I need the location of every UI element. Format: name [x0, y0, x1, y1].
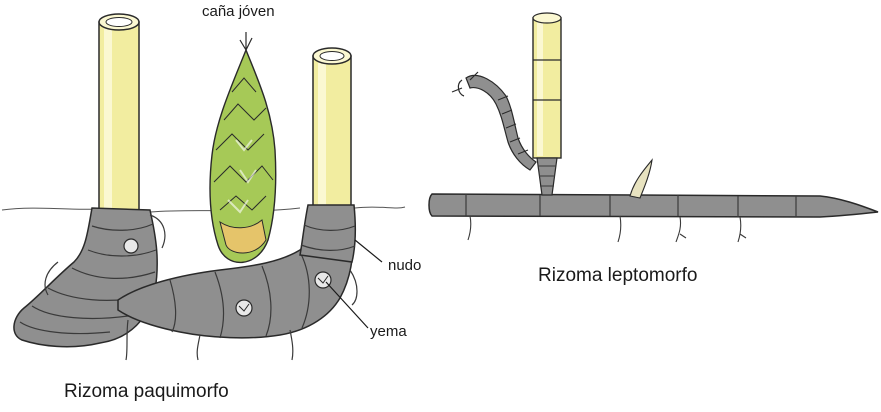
label-node: nudo [388, 257, 421, 274]
leptomorph-branch [466, 75, 536, 170]
left-bud [124, 239, 138, 253]
right-culm [313, 48, 351, 214]
leptomorph-shoot [630, 160, 652, 198]
label-pachymorph: Rizoma paquimorfo [64, 381, 229, 403]
left-culm [99, 14, 139, 215]
node-leader [355, 240, 382, 262]
young-shoot [210, 32, 276, 262]
leptomorph-rhizome [429, 13, 878, 242]
label-leptomorph: Rizoma leptomorfo [538, 265, 697, 287]
label-bud: yema [370, 323, 407, 340]
pachymorph-rhizome [14, 14, 357, 360]
middle-bud [236, 300, 252, 316]
leptomorph-culm [533, 13, 561, 195]
leptomorph-horizontal [429, 194, 878, 217]
label-young-cane: caña jóven [202, 3, 275, 20]
